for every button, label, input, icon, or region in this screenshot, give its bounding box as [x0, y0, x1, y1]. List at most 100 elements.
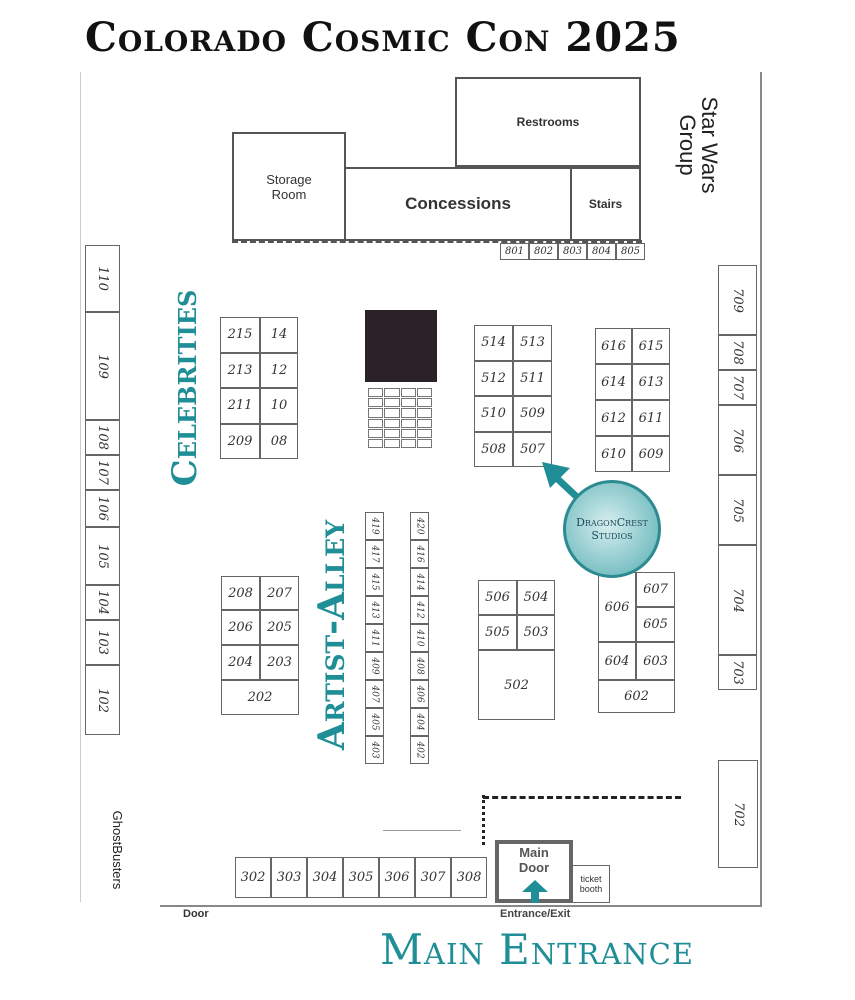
booth-number: 302 [240, 870, 266, 885]
booth-110: 110 [85, 245, 120, 312]
booth-number: 209 [227, 433, 253, 449]
booth-number: 506 [485, 590, 510, 605]
booth-number: 413 [369, 601, 380, 619]
booth-509: 509 [513, 396, 552, 432]
booth-number: 206 [228, 620, 253, 635]
logo-text-2: Studios [591, 529, 633, 542]
booth-number: 604 [604, 653, 630, 669]
booth-number: 403 [369, 741, 380, 759]
seat [400, 428, 416, 438]
booth-number: 10 [270, 398, 288, 414]
seat [416, 408, 432, 418]
dashed-barrier-horizontal [483, 796, 681, 799]
restrooms-room: Restrooms [455, 77, 641, 167]
booth-number: 805 [620, 246, 641, 257]
main-entrance-label: Main Entrance [380, 925, 695, 974]
booth-number: 614 [601, 374, 626, 390]
booth-505: 505 [478, 615, 517, 650]
seat [368, 408, 384, 418]
booth-number: 203 [267, 655, 292, 670]
booth-108: 108 [85, 420, 120, 455]
booth-109: 109 [85, 312, 120, 420]
booth-number: 204 [228, 655, 253, 670]
main-door-label: Main Door [518, 845, 550, 875]
booth-408: 408 [410, 652, 429, 680]
booth-number: 205 [267, 620, 292, 635]
booth-number: 603 [643, 653, 668, 669]
wall-left [80, 72, 81, 902]
seat [400, 398, 416, 408]
seat [384, 408, 400, 418]
booth-705: 705 [718, 475, 757, 545]
booth-number: 802 [533, 246, 554, 257]
ghostbusters-label: GhostBusters [110, 810, 125, 890]
booth-616: 616 [595, 328, 632, 364]
seat [384, 418, 400, 428]
booth-number: 207 [267, 585, 292, 601]
booth-number: 707 [729, 375, 745, 400]
booth-number: 106 [94, 496, 110, 521]
booth-209: 209 [220, 423, 260, 459]
booth-number: 703 [729, 660, 745, 685]
booth-416: 416 [410, 540, 429, 568]
booth-411: 411 [365, 624, 384, 652]
booth-number: 615 [638, 338, 664, 354]
booth-704: 704 [718, 545, 757, 655]
stage-block [365, 310, 437, 382]
seat [400, 388, 416, 398]
booth-602: 602 [598, 680, 675, 713]
booth-606: 606 [598, 572, 636, 642]
booth-420: 420 [410, 512, 429, 540]
booth-103: 103 [85, 620, 120, 665]
ticket-booth: ticket booth [572, 865, 610, 903]
stairs-label: Stairs [588, 197, 623, 211]
booth-number: 307 [420, 870, 446, 885]
seat [416, 388, 432, 398]
booth-10: 10 [260, 388, 298, 424]
booth-504: 504 [517, 580, 555, 615]
stairs-room: Stairs [570, 167, 641, 241]
booth-number: 409 [369, 657, 380, 675]
booth-801: 801 [500, 243, 529, 260]
booth-410: 410 [410, 624, 429, 652]
booth-number: 803 [562, 246, 583, 257]
booth-306: 306 [379, 857, 415, 898]
booth-409: 409 [365, 652, 384, 680]
storage-room-label: Storage Room [266, 171, 312, 202]
booth-number: 208 [228, 585, 253, 601]
booth-number: 14 [270, 327, 288, 343]
booth-605: 605 [636, 607, 675, 642]
booth-403: 403 [365, 736, 384, 764]
booth-number: 110 [94, 266, 110, 291]
booth-number: 616 [601, 338, 626, 354]
booth-number: 502 [504, 677, 529, 693]
booth-104: 104 [85, 585, 120, 620]
seat [368, 428, 384, 438]
booth-number: 606 [604, 599, 630, 615]
booth-number: 304 [312, 870, 338, 885]
booth-604: 604 [598, 642, 636, 680]
booth-412: 412 [410, 596, 429, 624]
booth-number: 709 [729, 287, 745, 313]
ticket-booth-label: ticket booth [579, 874, 603, 894]
booth-number: 417 [369, 545, 380, 563]
booth-303: 303 [271, 857, 307, 898]
booth-803: 803 [558, 243, 587, 260]
booth-number: 605 [643, 617, 668, 632]
booth-511: 511 [513, 360, 552, 396]
entrance-exit-label: Entrance/Exit [500, 908, 571, 920]
booth-08: 08 [260, 423, 298, 459]
booth-number: 406 [414, 685, 425, 703]
restrooms-label: Restrooms [516, 115, 580, 129]
booth-number: 609 [638, 446, 664, 462]
wall-bottom [160, 905, 760, 907]
booth-207: 207 [260, 576, 299, 610]
seat [416, 428, 432, 438]
seat [384, 428, 400, 438]
concessions-label: Concessions [405, 194, 511, 213]
dashed-barrier-vertical [482, 795, 485, 845]
booth-number: 308 [456, 870, 482, 885]
booth-number: 607 [643, 582, 668, 597]
booth-305: 305 [343, 857, 379, 898]
booth-number: 105 [94, 543, 110, 569]
